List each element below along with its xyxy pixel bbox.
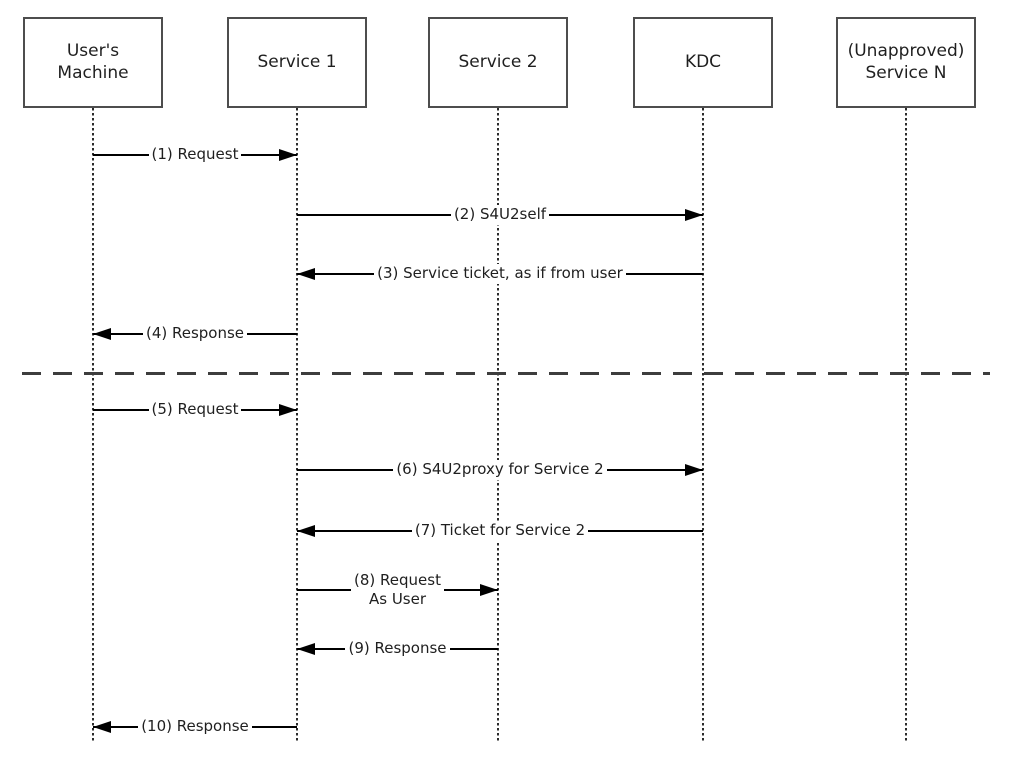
message-6: (6) S4U2proxy for Service 2 [297,458,703,483]
participant-box-unapproved-service-n: (Unapproved) Service N [836,17,976,108]
arrowhead-icon [480,584,498,596]
message-label: (10) Response [138,717,252,737]
arrowhead-icon [279,404,297,416]
arrowhead-icon [297,268,315,280]
participant-label: Service 2 [458,51,538,72]
message-3: (3) Service ticket, as if from user [297,262,703,287]
arrowhead-icon [297,525,315,537]
participant-label: KDC [684,51,722,72]
message-label: (3) Service ticket, as if from user [374,264,626,284]
message-label: (9) Response [345,639,450,659]
message-label: (2) S4U2self [450,205,550,225]
phase-divider [22,372,990,375]
lifeline-unapproved-service-n [905,108,907,743]
message-label: (6) S4U2proxy for Service 2 [393,460,607,480]
arrowhead-icon [279,149,297,161]
arrowhead-icon [93,721,111,733]
message-5: (5) Request [93,398,297,423]
message-10: (10) Response [93,715,297,740]
participant-label: User's Machine [57,40,129,83]
message-4: (4) Response [93,322,297,347]
lifeline-service-2 [497,108,499,743]
participant-label: (Unapproved) Service N [847,40,965,83]
message-label: (1) Request [148,145,242,165]
lifeline-kdc [702,108,704,743]
message-9: (9) Response [297,637,498,662]
message-8: (8) Request As User [297,568,498,612]
arrowhead-icon [93,328,111,340]
message-label: (5) Request [148,400,242,420]
message-7: (7) Ticket for Service 2 [297,519,703,544]
message-label: (4) Response [142,324,248,344]
arrowhead-icon [685,464,703,476]
participant-box-service-2: Service 2 [428,17,568,108]
participant-label: Service 1 [257,51,337,72]
message-2: (2) S4U2self [297,203,703,228]
lifeline-users-machine [92,108,94,743]
message-label: (8) Request As User [351,570,444,610]
message-label: (7) Ticket for Service 2 [411,521,589,541]
participant-box-users-machine: User's Machine [23,17,163,108]
participant-box-kdc: KDC [633,17,773,108]
lifeline-service-1 [296,108,298,743]
arrowhead-icon [297,643,315,655]
arrowhead-icon [685,209,703,221]
message-1: (1) Request [93,143,297,168]
participant-box-service-1: Service 1 [227,17,367,108]
